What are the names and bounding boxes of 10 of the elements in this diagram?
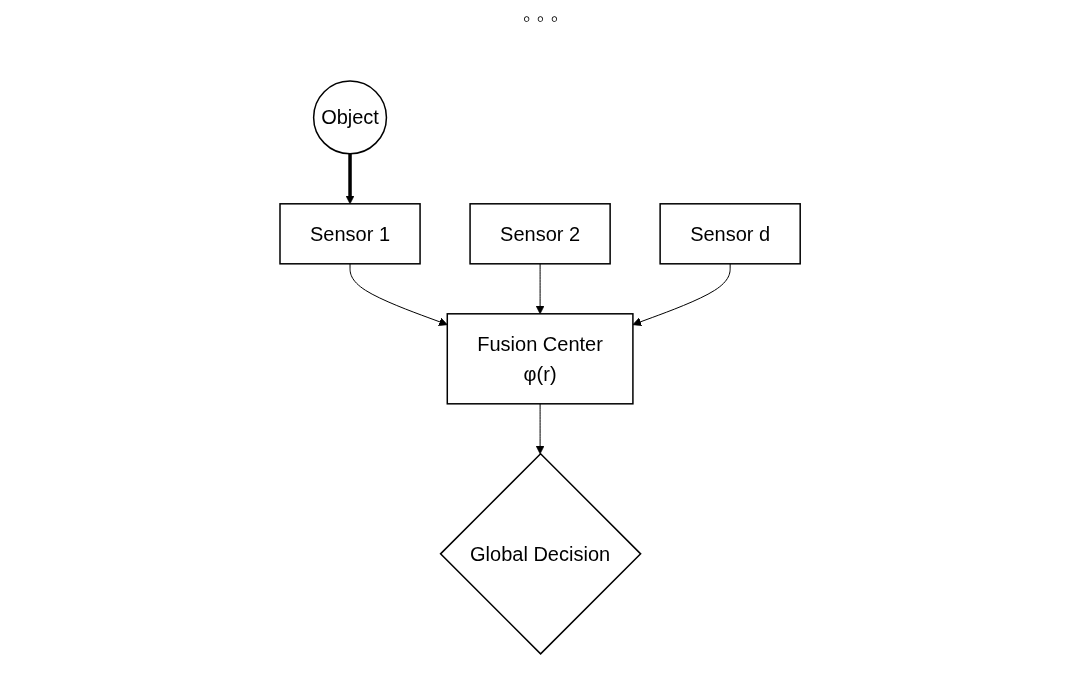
node-box: Sensor 2 [469,202,612,265]
node-circle: Object [313,79,388,155]
ellipsis-mark: ◦ ◦ ◦ [522,6,559,31]
node-box: Sensor 1 [279,202,422,265]
arrow [346,153,355,204]
node-diamond: Global Decision [439,452,643,655]
arrow [536,262,545,314]
node-box: Sensor d [659,202,802,265]
arrow [536,402,545,454]
node-box: Fusion Center φ(r) [446,312,635,405]
